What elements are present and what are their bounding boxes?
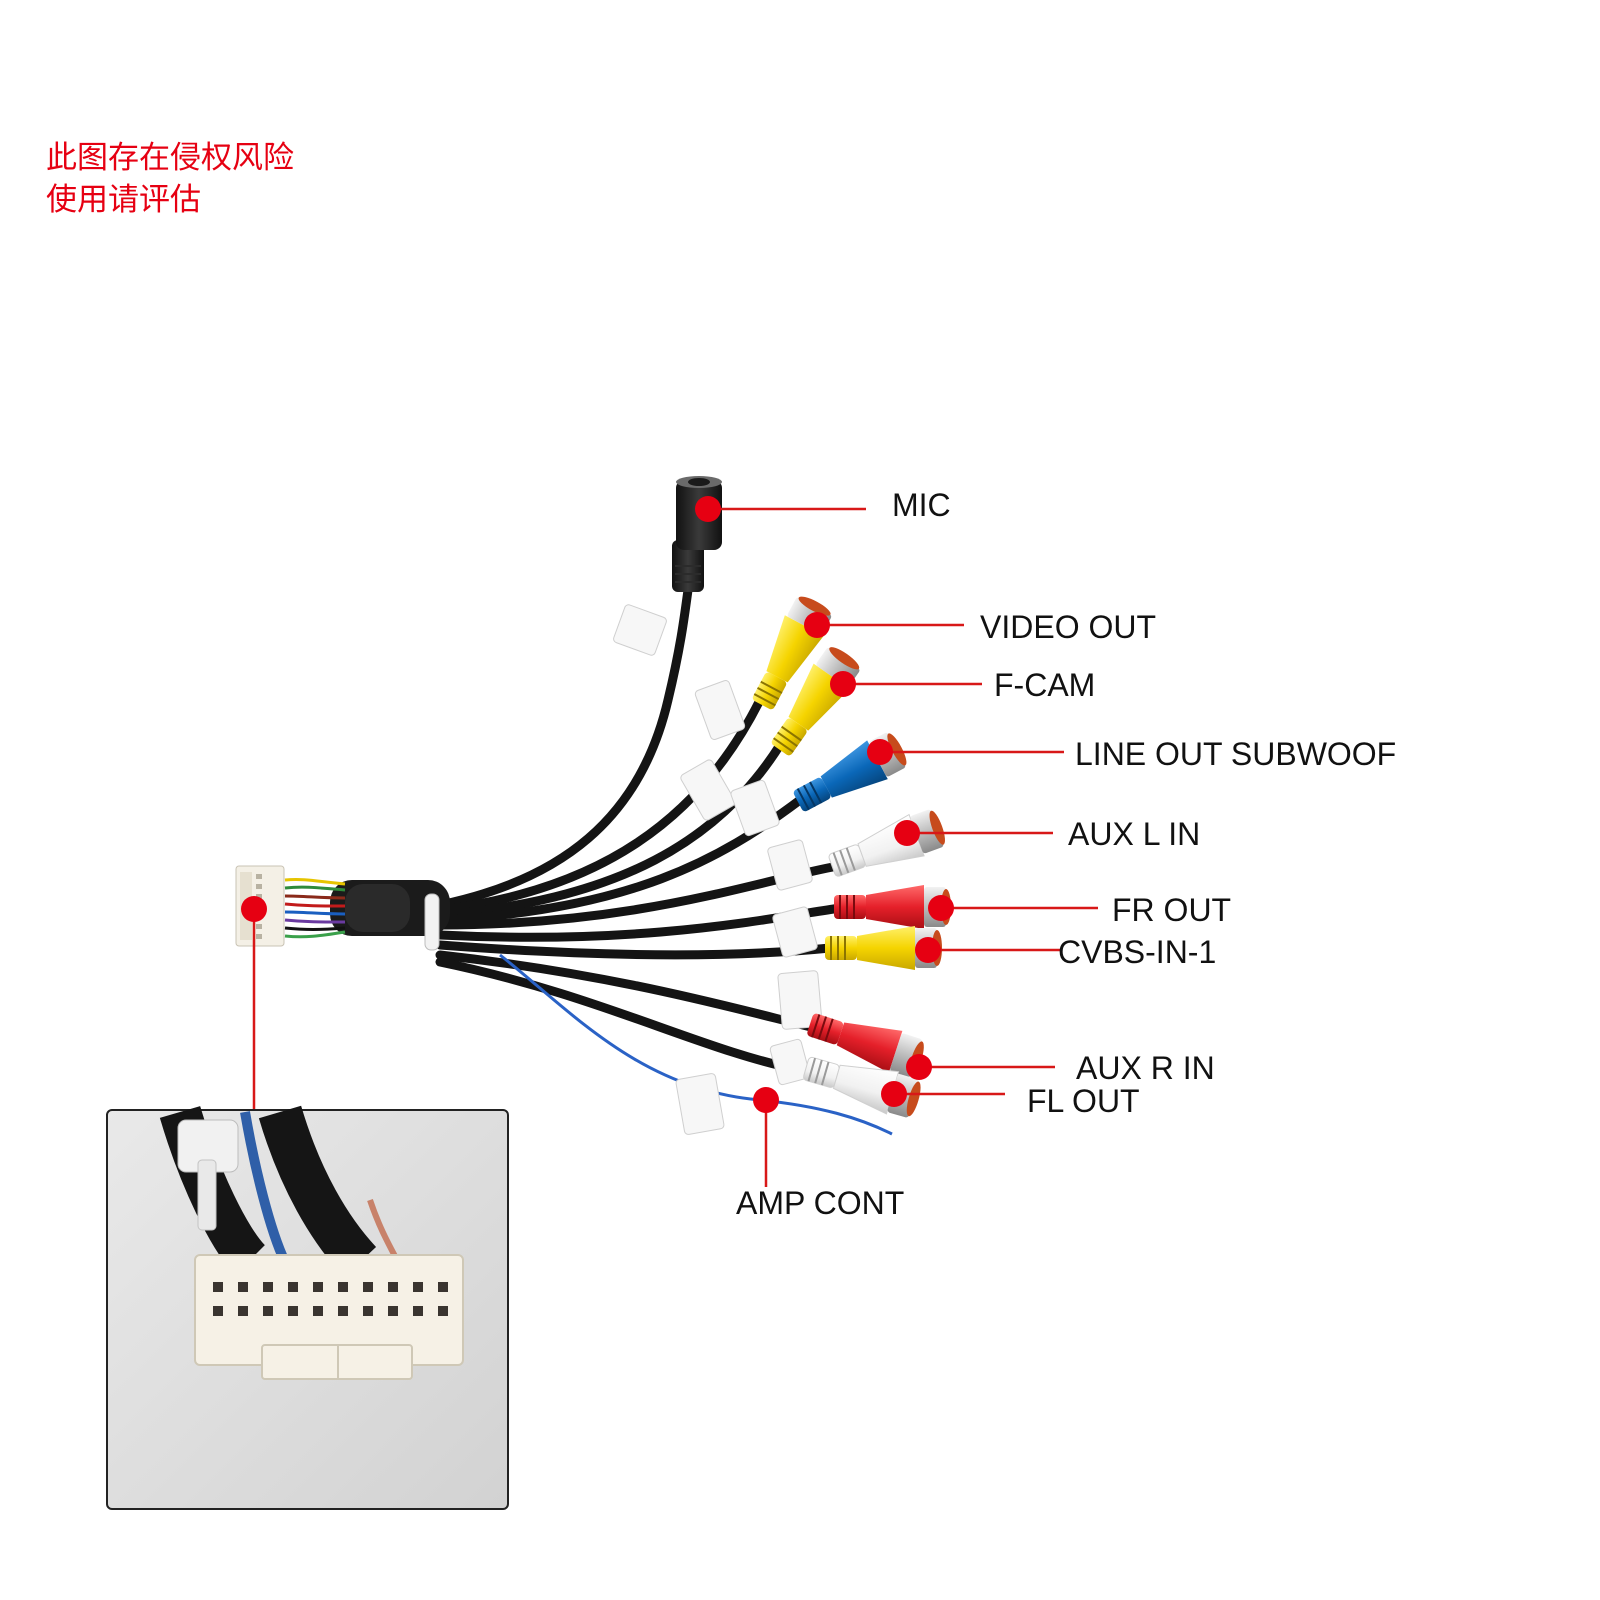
label-aux-r-in: AUX R IN xyxy=(1076,1050,1215,1086)
warning-text-line-1: 此图存在侵权风险 xyxy=(46,140,294,176)
marker-fl-out xyxy=(881,1081,907,1107)
label-f-cam: F-CAM xyxy=(994,667,1096,703)
marker-video-out xyxy=(804,612,830,638)
label-mic: MIC xyxy=(892,487,951,523)
cable-f-cam xyxy=(435,740,785,920)
rca-aux-l-in xyxy=(828,809,945,877)
marker-aux-l-in xyxy=(894,820,920,846)
cable-video-out xyxy=(435,695,765,915)
leader-lines xyxy=(252,507,1098,1187)
cable-mic xyxy=(435,585,693,910)
label-aux-l-in: AUX L IN xyxy=(1068,816,1201,852)
label-fr-out: FR OUT xyxy=(1112,892,1232,928)
marker-dots xyxy=(241,496,954,1113)
connector-pin-holes xyxy=(213,1282,448,1316)
cable-fl-out xyxy=(435,957,805,1075)
heatshrink-sleeve xyxy=(345,884,410,932)
connector-wires xyxy=(284,878,346,939)
label-amp-cont: AMP CONT xyxy=(736,1185,905,1221)
marker-connector xyxy=(241,896,267,922)
marker-f-cam xyxy=(830,671,856,697)
cable-cvbs xyxy=(435,940,835,960)
marker-amp-cont xyxy=(753,1087,779,1113)
marker-mic xyxy=(695,496,721,522)
label-fl-out: FL OUT xyxy=(1027,1083,1140,1119)
marker-line-out-subwoof xyxy=(867,739,893,765)
label-line-out-subwoof: LINE OUT SUBWOOF xyxy=(1075,736,1397,772)
marker-cvbs-in-1 xyxy=(915,937,941,963)
label-cvbs-in-1: CVBS-IN-1 xyxy=(1058,934,1217,970)
marker-aux-r-in xyxy=(906,1054,932,1080)
zip-tie xyxy=(424,893,440,951)
marker-fr-out xyxy=(928,895,954,921)
label-video-out: VIDEO OUT xyxy=(980,609,1157,645)
rca-line-out-subwoof xyxy=(793,732,907,812)
mic-jack xyxy=(672,476,722,592)
warning-text-line-2: 使用请评估 xyxy=(46,182,201,218)
cable-tags xyxy=(613,604,823,1135)
amp-cont-wire xyxy=(499,953,893,1136)
connector-inset xyxy=(106,1105,509,1510)
